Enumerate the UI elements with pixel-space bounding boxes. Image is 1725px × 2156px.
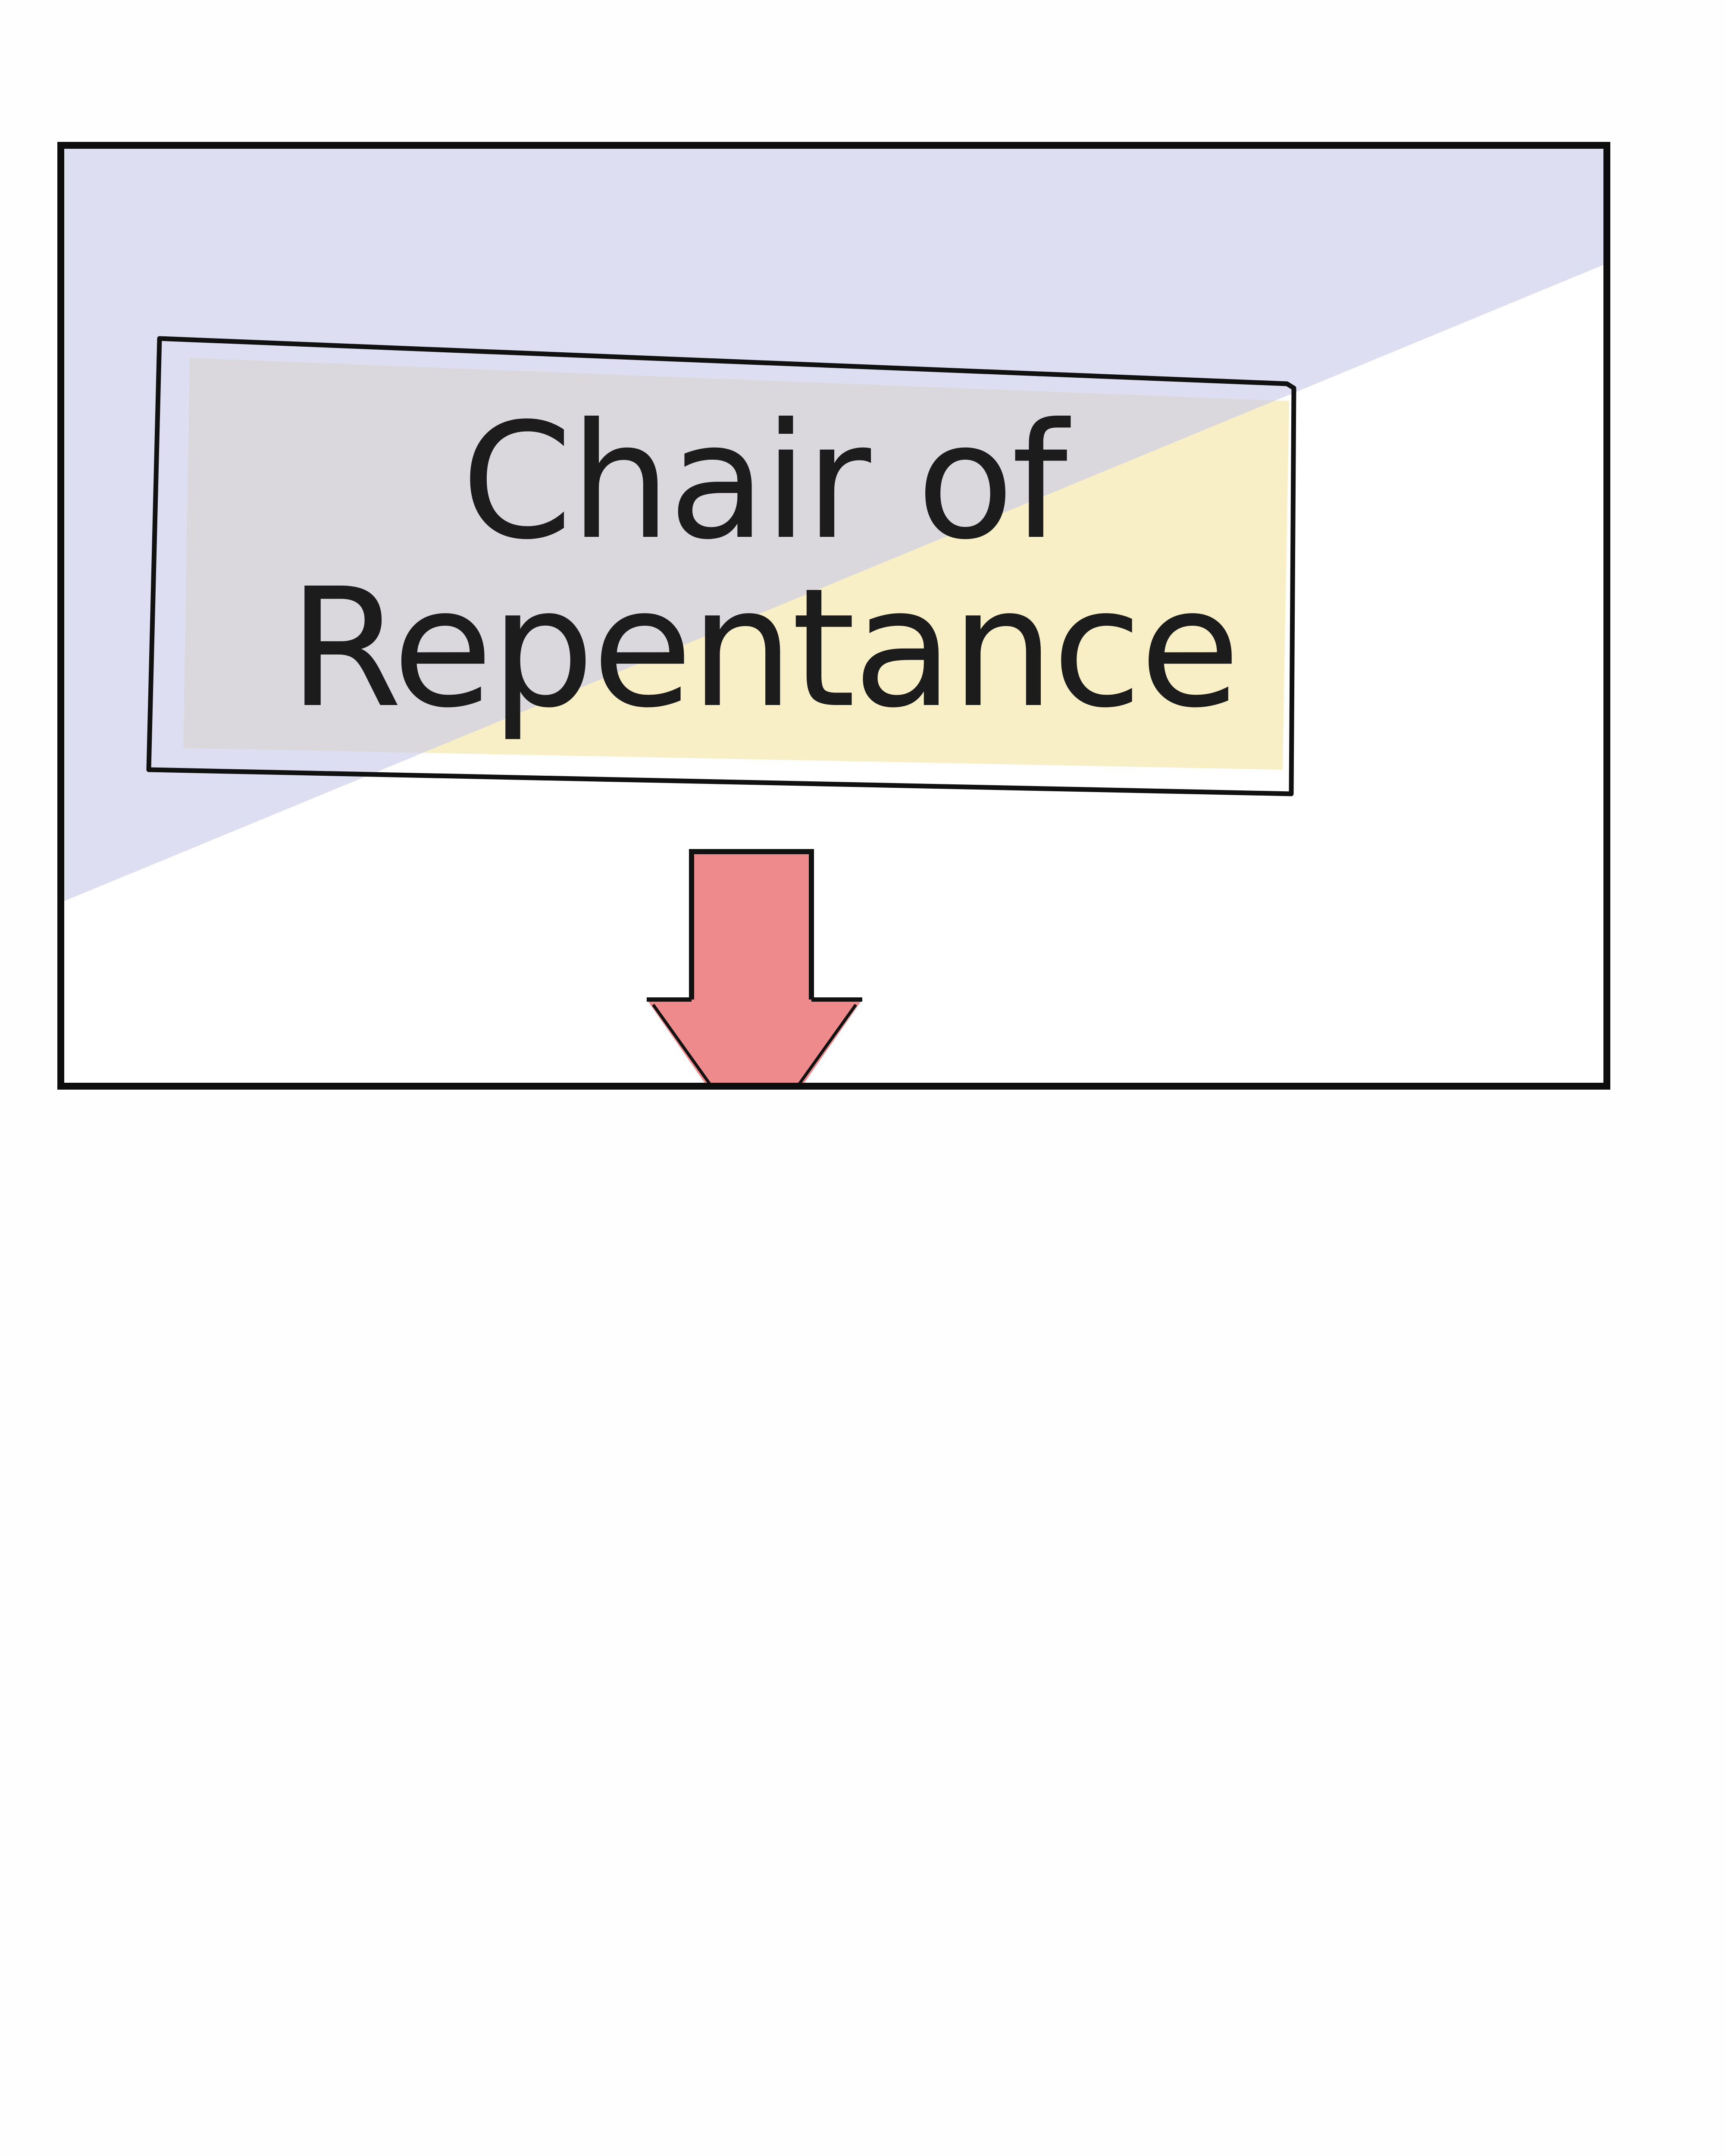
sign-border [146,336,1296,796]
sign-title-line2: Repentance [288,553,1238,744]
down-arrow-icon [647,849,862,1087]
comic-page: Chair of Repentance [57,142,1610,1090]
panel-border [57,142,1610,1090]
comic-panel: Chair of Repentance [57,142,1610,1090]
shadow-wedge [61,145,1607,903]
sign-title-line1: Chair of [461,389,1071,575]
